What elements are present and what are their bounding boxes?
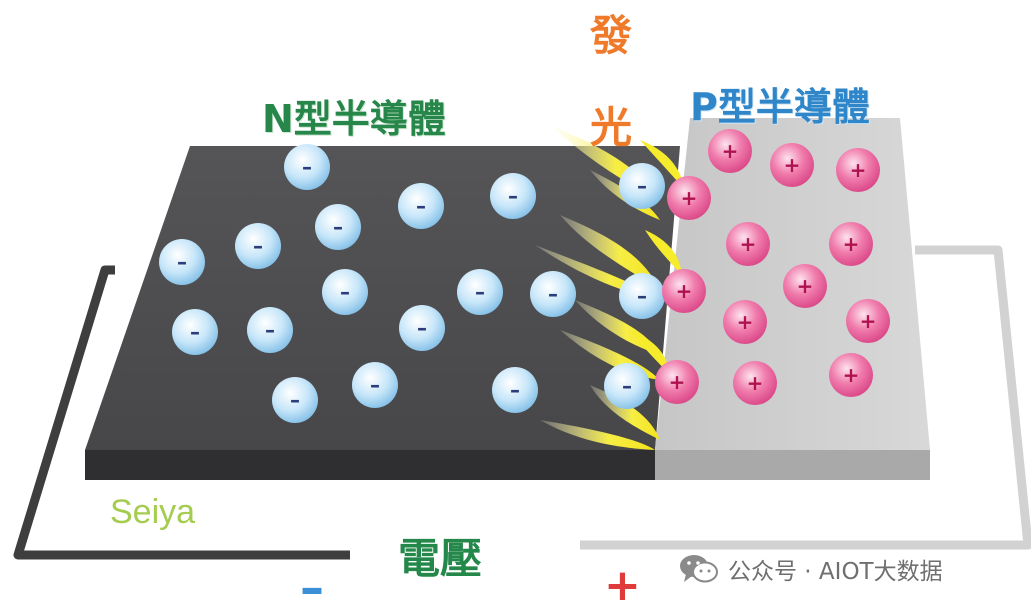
svg-text:–: – [370,373,380,397]
electron: – [315,204,361,250]
hole: + [726,222,770,266]
hole: + [770,143,814,187]
electron: – [272,377,318,423]
electron: – [490,173,536,219]
watermark: 公众号 · AIOT大数据 [678,552,943,586]
svg-text:+: + [843,232,860,256]
svg-text:–: – [340,280,350,304]
electron: – [530,271,576,317]
watermark-text: 公众号 · AIOT大数据 [728,559,943,585]
svg-text:+: + [669,370,686,394]
svg-text:+: + [676,279,693,303]
circuit-wire-left [13,265,350,560]
hole: + [655,360,699,404]
svg-text:+: + [737,310,754,334]
hole-group: + + + + + + + + + + + + + [655,129,890,405]
electron: – [604,363,650,409]
hole: + [829,353,873,397]
svg-text:–: – [302,155,312,179]
svg-text:–: – [290,388,300,412]
svg-text:–: – [508,184,518,208]
electron: – [399,305,445,351]
negative-terminal-sign: – [300,560,324,616]
electron: – [619,273,665,319]
electron: – [398,183,444,229]
svg-text:+: + [747,371,764,395]
svg-text:+: + [681,186,698,210]
svg-text:–: – [177,250,187,274]
electron-group: – – – – – – – – – – – – – – – – – – [159,144,665,423]
svg-text:+: + [843,363,860,387]
electron: – [457,269,503,315]
electron: – [619,163,665,209]
n-type-label: N型半導體 [262,97,446,141]
svg-text:–: – [637,284,647,308]
hole: + [667,176,711,220]
positive-terminal-sign: + [604,560,641,611]
hole: + [836,148,880,192]
hole: + [783,264,827,308]
svg-text:–: – [333,215,343,239]
svg-text:–: – [637,174,647,198]
svg-text:–: – [253,234,263,258]
electron: – [159,239,205,285]
light-label-char-1: 發 [590,11,633,60]
electron: – [235,223,281,269]
p-type-label: P型半導體 [690,85,870,129]
electron: – [352,362,398,408]
hole: + [733,361,777,405]
svg-text:–: – [548,282,558,306]
svg-text:+: + [722,139,739,163]
hole: + [829,222,873,266]
svg-text:–: – [417,316,427,340]
svg-text:–: – [265,318,275,342]
svg-text:–: – [475,280,485,304]
electron: – [172,309,218,355]
svg-text:–: – [510,378,520,402]
electron: – [492,367,538,413]
svg-text:–: – [416,194,426,218]
svg-text:+: + [797,274,814,298]
wechat-icon [680,555,718,583]
svg-text:–: – [622,374,632,398]
hole: + [846,299,890,343]
light-label-char-2: 光 [590,103,633,152]
svg-text:+: + [784,153,801,177]
svg-text:+: + [740,232,757,256]
voltage-label: 電壓 [398,534,483,583]
electron: – [284,144,330,190]
svg-text:+: + [860,309,877,333]
electron: – [247,307,293,353]
hole: + [662,269,706,313]
svg-text:+: + [850,158,867,182]
svg-text:–: – [190,320,200,344]
circuit-wire-right [580,245,1031,550]
brand-label: Seiya [110,493,196,531]
electron: – [322,269,368,315]
hole: + [723,300,767,344]
hole: + [708,129,752,173]
